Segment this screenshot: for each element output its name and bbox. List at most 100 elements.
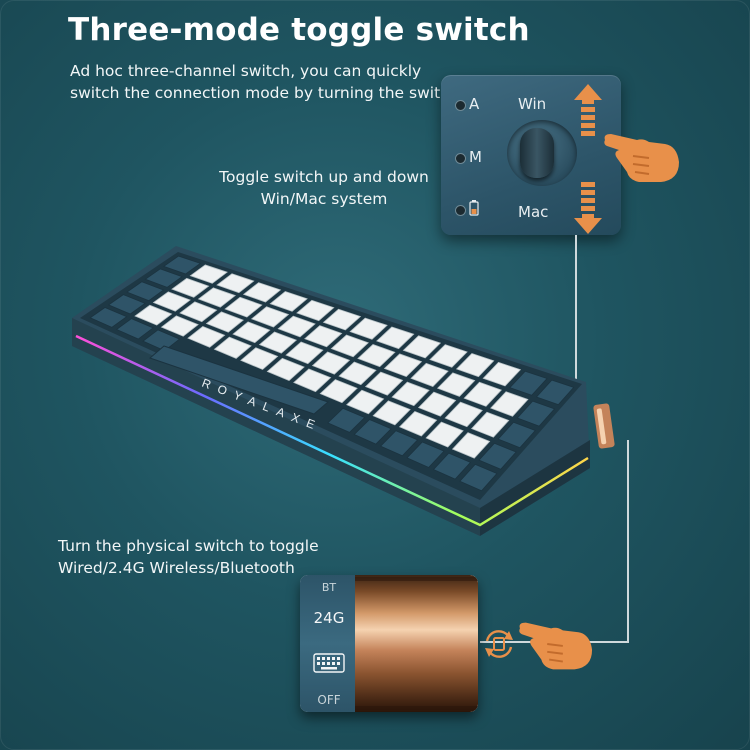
keycap-blue — [459, 463, 498, 492]
keycap-white — [376, 326, 415, 350]
keycap-white — [134, 304, 173, 326]
keycap-blue — [406, 441, 445, 468]
keycap-blue — [379, 430, 419, 457]
keycap-blue — [126, 281, 165, 302]
keycap-white — [213, 336, 252, 359]
roller-ring-top — [355, 577, 478, 581]
keycap-white — [357, 344, 396, 368]
indicator-led-m — [455, 153, 466, 164]
mac-label: Mac — [518, 203, 549, 221]
keycap-white — [232, 321, 271, 344]
keycap-white — [160, 315, 199, 337]
keycap-white — [417, 391, 457, 417]
keycap-white — [304, 325, 343, 348]
keycap-blue — [432, 452, 472, 480]
keycap-white — [242, 282, 282, 303]
os-toggle-note-line-1: Toggle switch up and down — [219, 168, 429, 186]
keycap-white — [398, 410, 438, 437]
keycap-white — [189, 264, 228, 284]
os-toggle-note-line-2: Win/Mac system — [260, 190, 388, 208]
os-toggle-note: Toggle switch up and down Win/Mac system — [204, 166, 444, 210]
keycap-blue — [162, 255, 202, 275]
keycap-blue — [516, 400, 556, 427]
keycap-blue — [327, 407, 366, 433]
indicator-led-battery — [455, 205, 466, 216]
keyboard-icon — [313, 653, 345, 673]
keycap-white — [250, 306, 290, 328]
indicator-led-a — [455, 100, 466, 111]
connection-switch-note-line-1: Turn the physical switch to toggle — [58, 537, 319, 555]
page-title: Three-mode toggle switch — [68, 12, 530, 48]
keycap-white — [364, 371, 404, 396]
keycap-white — [330, 334, 369, 358]
keycap-white — [240, 347, 279, 370]
os-toggle-knob[interactable] — [520, 128, 554, 178]
keycap-white — [451, 432, 491, 459]
keycap-white — [444, 401, 483, 428]
connection-switch-note: Turn the physical switch to toggle Wired… — [58, 535, 319, 579]
connection-switch-note-line-2: Wired/2.4G Wireless/Bluetooth — [58, 559, 295, 577]
keycap-white — [455, 353, 495, 378]
keycap-white — [285, 341, 324, 365]
spacebar — [149, 345, 329, 415]
keycap-white — [311, 351, 351, 375]
roller-ring-bottom — [355, 706, 478, 710]
keycap-white — [187, 326, 226, 348]
keycap-white — [429, 344, 468, 368]
keycap-white — [349, 317, 388, 340]
keycap-white — [436, 372, 476, 397]
copper-roller[interactable] — [355, 575, 478, 712]
pointing-hand-icon — [604, 134, 679, 182]
keyboard-case-side — [480, 440, 590, 536]
rgb-light-strip — [75, 334, 589, 527]
win-label: Win — [518, 95, 547, 113]
indicator-label-a: A — [469, 95, 480, 113]
keyboard-case-front — [72, 318, 480, 536]
subtitle: Ad hoc three-channel switch, you can qui… — [70, 60, 540, 104]
indicator-label-m: M — [469, 148, 482, 166]
keycap-white — [470, 411, 510, 438]
keycap-white — [338, 361, 377, 386]
keycap-white — [258, 331, 298, 354]
roller-leader-line-vertical — [627, 440, 629, 642]
keycap-white — [269, 291, 308, 312]
keycap-white — [266, 357, 305, 382]
keycap-white — [372, 400, 411, 426]
mode-label-bt: BT — [321, 581, 337, 594]
keycap-blue — [478, 442, 517, 470]
mode-label-24g: 24G — [313, 609, 345, 627]
keycap-blue — [509, 370, 548, 396]
roller-label-strip — [300, 575, 358, 712]
subtitle-line-2: switch the connection mode by turning th… — [70, 84, 464, 102]
keycap-blue — [144, 268, 183, 288]
keycap-white — [425, 421, 464, 448]
keycap-blue — [115, 318, 154, 340]
keycap-white — [296, 299, 335, 322]
subtitle-line-1: Ad hoc three-channel switch, you can qui… — [70, 62, 422, 80]
keycap-white — [224, 296, 263, 318]
keycap-white — [383, 353, 423, 378]
keycap-white — [197, 287, 237, 308]
mode-label-off: OFF — [317, 693, 341, 707]
key-grid — [89, 255, 575, 492]
keycap-blue — [353, 419, 392, 445]
keycap-blue — [107, 294, 146, 315]
up-arrow-icon — [574, 84, 602, 136]
keycap-white — [216, 273, 255, 294]
keycap-white — [482, 361, 522, 387]
keycap-white — [463, 381, 502, 407]
pointing-hand-icon-bottom — [519, 622, 593, 670]
os-toggle-leader-line — [575, 235, 577, 397]
keycap-white — [391, 381, 430, 407]
keycap-white — [277, 315, 316, 338]
keycap-white — [490, 391, 529, 417]
keycap-blue — [89, 307, 128, 328]
keycap-white — [152, 291, 191, 312]
keycap-white — [346, 389, 385, 415]
keycap-white — [171, 277, 210, 298]
keycap-white — [410, 362, 449, 387]
keycap-white — [179, 301, 218, 323]
keyboard-roller-highlight — [596, 408, 607, 445]
keycap-white — [402, 335, 442, 359]
